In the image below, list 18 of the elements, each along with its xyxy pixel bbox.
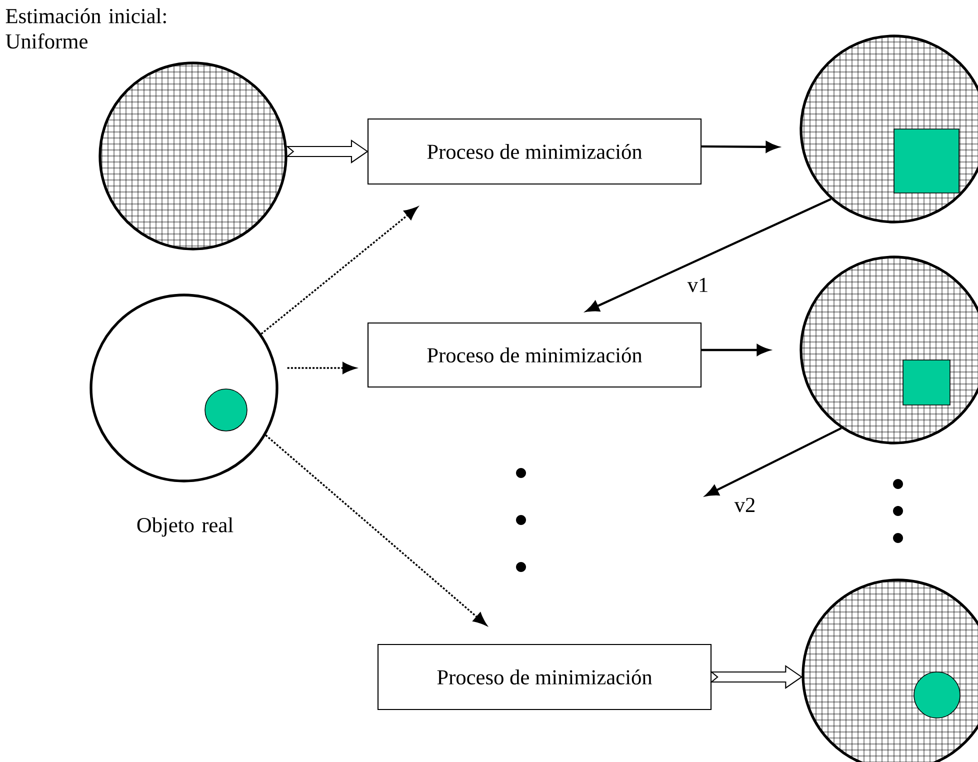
arrow	[265, 434, 487, 626]
edge-label: v1	[686, 276, 710, 294]
arrow	[287, 362, 356, 374]
arrow	[286, 139, 368, 164]
edge-label: v2	[733, 496, 757, 514]
process-box: Proceso de minimización	[367, 322, 702, 388]
arrow	[702, 344, 770, 356]
arrow	[706, 427, 842, 496]
arrow	[260, 206, 418, 335]
arrow	[702, 141, 779, 153]
object-circle	[90, 294, 278, 482]
caption-text: Objeto real	[137, 517, 234, 537]
grid-circle	[98, 62, 288, 250]
process-box: Proceso de minimización	[377, 644, 712, 710]
caption-text: Estimación inicial: Uniforme	[6, 8, 166, 49]
arrow	[710, 664, 803, 689]
process-box: Proceso de minimización	[367, 118, 702, 185]
arrow	[586, 198, 832, 312]
